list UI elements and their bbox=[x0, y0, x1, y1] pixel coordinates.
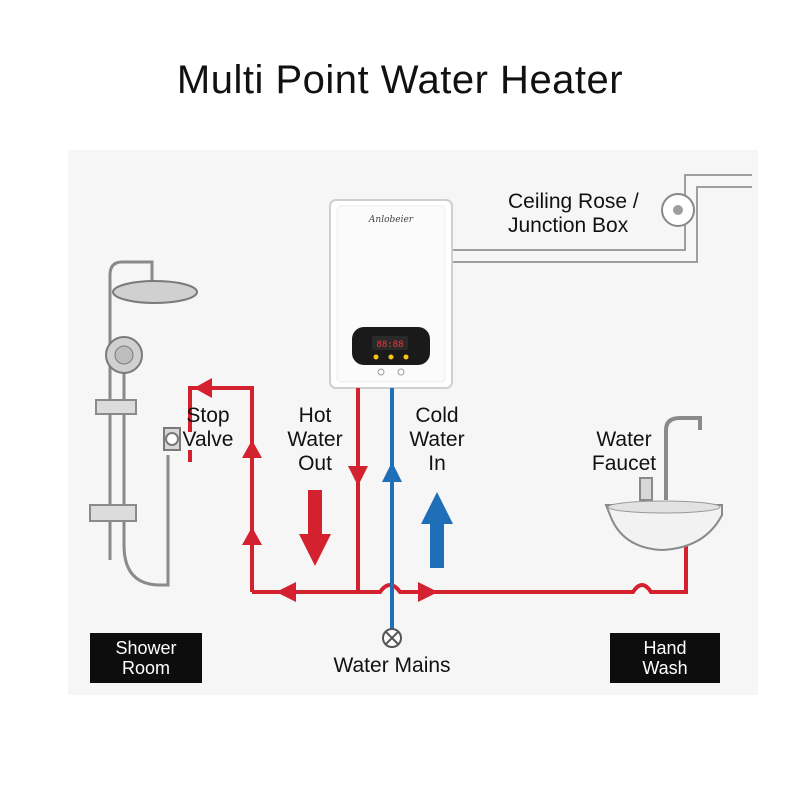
hot-water-out-arrow bbox=[299, 490, 331, 566]
heater-brand: Anlobeier bbox=[368, 215, 414, 225]
hand-wash-box: Hand Wash bbox=[610, 633, 720, 683]
heater-display-reading: 88:88 bbox=[376, 340, 403, 350]
diagram-title: Multi Point Water Heater bbox=[176, 58, 624, 102]
faucet-icon bbox=[639, 416, 702, 501]
cold-water-line3: In bbox=[428, 452, 446, 475]
hand-wash-line1: Hand bbox=[643, 638, 687, 658]
cold-water-in-label: Cold Water In bbox=[402, 404, 472, 476]
sink-icon bbox=[604, 500, 723, 552]
cold-water-line1: Cold bbox=[415, 404, 459, 427]
hot-water-out-label: Hot Water Out bbox=[280, 404, 350, 476]
water-mains-valve-icon bbox=[382, 628, 402, 648]
junction-box-icon bbox=[661, 193, 695, 227]
water-faucet-label: Water Faucet bbox=[584, 428, 664, 476]
hot-water-line2: Water bbox=[287, 428, 343, 451]
hot-water-line3: Out bbox=[298, 452, 332, 475]
water-mains-label: Water Mains bbox=[333, 654, 451, 677]
hot-water-pipes bbox=[188, 386, 688, 594]
shower-icon bbox=[89, 260, 198, 587]
ceiling-rose-line2: Junction Box bbox=[508, 214, 629, 237]
cold-water-line2: Water bbox=[409, 428, 465, 451]
stop-valve-line1: Stop bbox=[186, 404, 230, 427]
valve-icon bbox=[163, 427, 181, 451]
stop-valve-label: Stop Valve bbox=[178, 404, 238, 452]
shower-room-line1: Shower bbox=[115, 638, 177, 658]
cold-flow-arrow bbox=[382, 462, 402, 482]
shower-room-line2: Room bbox=[121, 658, 170, 678]
hot-flow-arrows bbox=[194, 378, 438, 602]
hand-wash-line2: Wash bbox=[642, 658, 688, 678]
water-heater-icon: Anlobeier 88:88 bbox=[329, 199, 453, 389]
water-faucet-line1: Water bbox=[596, 428, 652, 451]
cold-water-in-arrow bbox=[421, 492, 453, 568]
ceiling-rose-label: Ceiling Rose / Junction Box bbox=[508, 190, 648, 238]
water-faucet-line2: Faucet bbox=[591, 452, 657, 475]
hot-water-line1: Hot bbox=[298, 404, 332, 427]
stop-valve-line2: Valve bbox=[182, 428, 234, 451]
shower-room-box: Shower Room bbox=[90, 633, 202, 683]
ceiling-rose-line1: Ceiling Rose / bbox=[508, 190, 639, 213]
